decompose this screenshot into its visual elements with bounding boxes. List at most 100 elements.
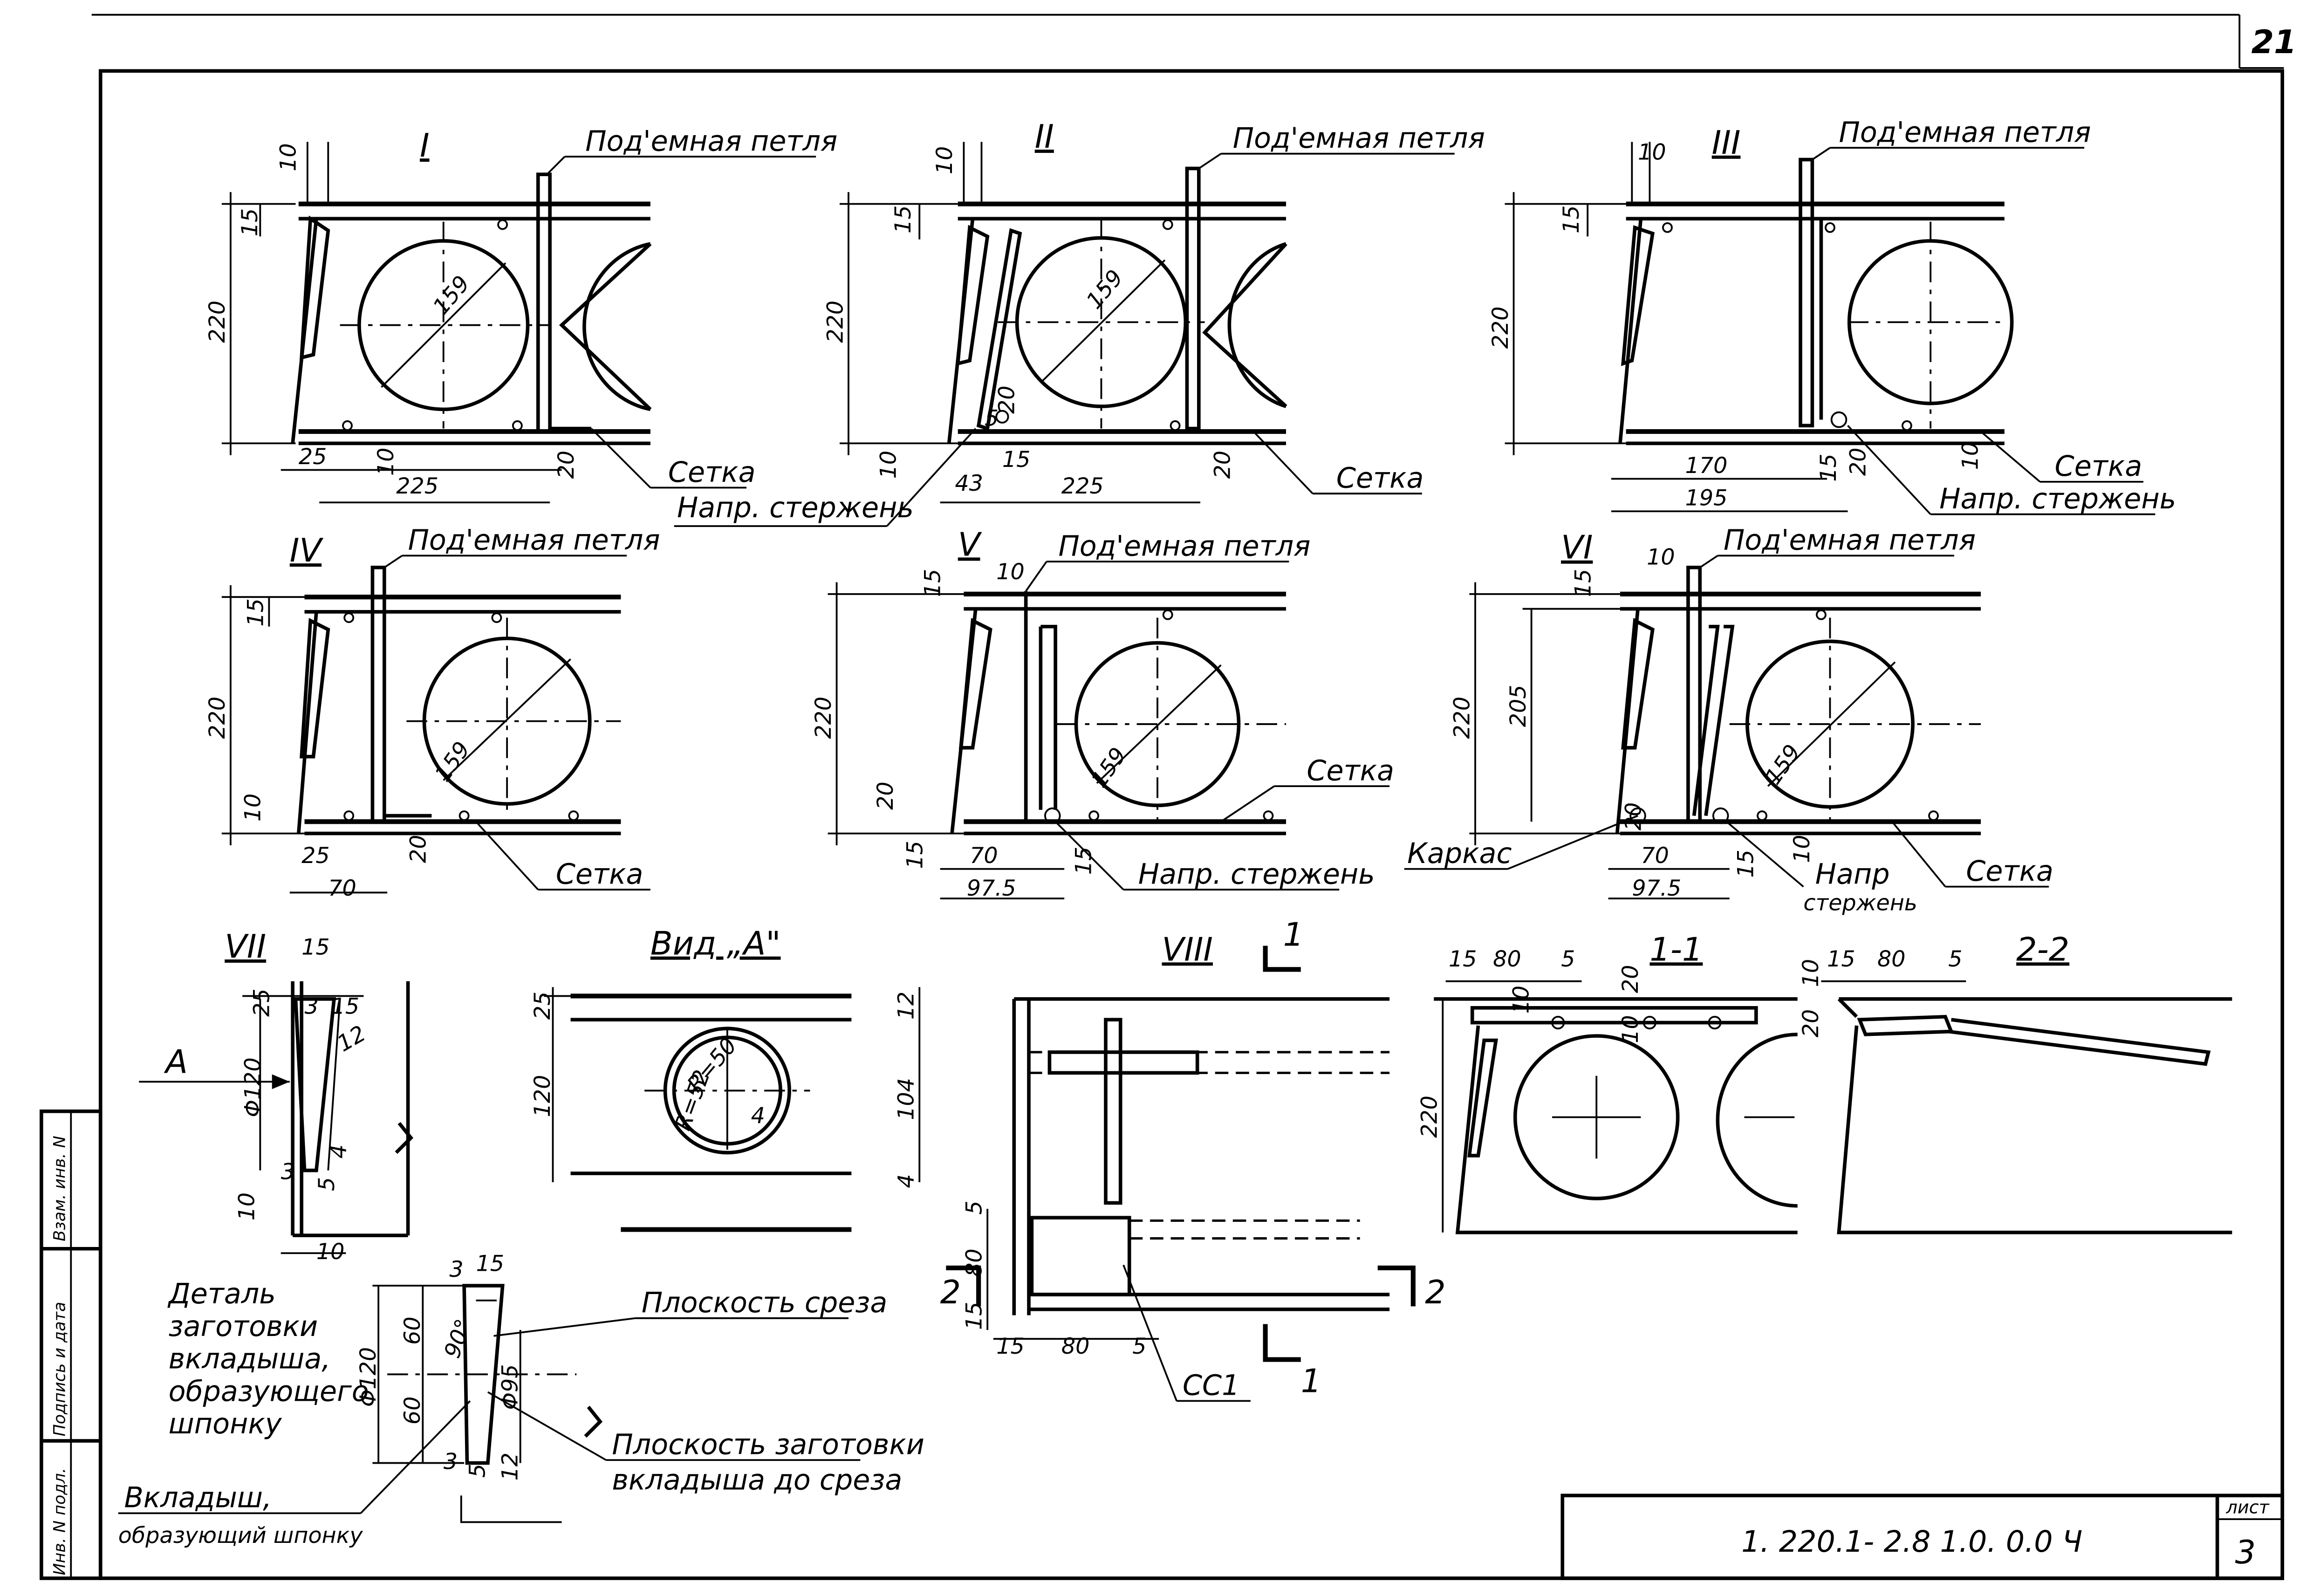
view-I-d220: 220	[205, 301, 230, 343]
detail-blank-plane-2: вкладыша до среза	[612, 1464, 902, 1497]
section-2-2-d5: 5	[1948, 946, 1962, 972]
sheet-label: лист	[2226, 1497, 2270, 1517]
section-2-2-d80: 80	[1877, 946, 1906, 972]
stamp-replace-inv: Взам. инв. N	[51, 1136, 69, 1241]
detail-d60b: 60	[400, 1397, 425, 1425]
view-V-d159: 159	[1086, 743, 1131, 792]
view-VI: VI 220 205 15 10 20 70 97.5 15 10 1	[1404, 524, 2053, 916]
detail-d5: 5	[465, 1464, 491, 1478]
view-I-mesh-label: Сетка	[668, 456, 756, 489]
view-IV-d10: 10	[240, 794, 266, 822]
view-VI-loop-label: Под'емная петля	[1724, 524, 1976, 557]
view-VII-d3: 3	[305, 994, 319, 1020]
section-1-1-d5: 5	[1561, 946, 1575, 972]
section-2-2-d15: 15	[1827, 946, 1855, 972]
sheet-number: 3	[2235, 1534, 2256, 1571]
view-VIII-cc1: СС1	[1183, 1370, 1240, 1402]
view-I-d20: 20	[554, 451, 579, 479]
view-VII-d10b: 10	[316, 1239, 345, 1265]
section-1-1-d220: 220	[1417, 1096, 1443, 1138]
view-V-d15b: 15	[903, 841, 928, 869]
section-1-1-title: 1-1	[1649, 931, 1703, 968]
view-A-d12: 12	[894, 992, 919, 1020]
view-VI-bar-label-1: Напр	[1815, 858, 1890, 890]
view-VI-d159: 159	[1760, 740, 1806, 789]
view-VI-d10: 10	[1647, 544, 1675, 570]
view-VI-mesh-label: Сетка	[1966, 855, 2053, 888]
view-IV-loop-label: Под'емная петля	[408, 524, 660, 557]
detail-d12: 12	[497, 1452, 523, 1481]
title-block: 1. 220.1- 2.8 1.0. 0.0 Ч лист 3	[1560, 1493, 2285, 1580]
view-VIII-d80b: 80	[1061, 1334, 1090, 1359]
view-III-d15b: 15	[1816, 453, 1841, 482]
view-I-loop-label: Под'емная петля	[585, 125, 837, 158]
view-VI-d205: 205	[1505, 685, 1531, 727]
insert-detail: Деталь заготовки вкладыша, образующего ш…	[118, 1251, 924, 1548]
detail-title-2: заготовки	[169, 1310, 318, 1343]
view-IV-d15: 15	[243, 598, 269, 627]
detail-d3b: 3	[444, 1449, 458, 1474]
detail-d15: 15	[476, 1251, 505, 1276]
view-IV-d159: 159	[430, 737, 475, 787]
view-II-title: II	[1035, 118, 1054, 156]
view-VII-arrow-a: A	[164, 1043, 188, 1081]
stamp-signature: Подпись и дата	[51, 1302, 69, 1437]
detail-title-5: шпонку	[169, 1408, 282, 1440]
view-III-d10b: 10	[1958, 442, 1984, 470]
view-I-title: I	[420, 127, 430, 164]
side-stamp: Инв. N подл. Подпись и дата Взам. инв. N	[40, 1110, 103, 1580]
view-IV-d70: 70	[328, 876, 356, 901]
view-V-d70: 70	[970, 843, 998, 869]
view-I-d15: 15	[237, 208, 263, 237]
drawing-code: 1. 220.1- 2.8 1.0. 0.0 Ч	[1741, 1524, 2082, 1559]
view-II-mesh-label: Сетка	[1336, 462, 1424, 495]
detail-d3: 3	[449, 1257, 463, 1282]
view-II-d15b: 15	[1002, 447, 1031, 473]
view-II-loop-label: Под'емная петля	[1233, 122, 1485, 155]
view-III-mesh-label: Сетка	[2055, 450, 2142, 483]
view-VIII-cut-left: 2	[940, 1274, 961, 1311]
view-I: I 220 15 10 25 10 225 20 159	[205, 125, 837, 504]
view-V-loop-label: Под'емная петля	[1058, 530, 1310, 562]
detail-phi95: Φ95	[497, 1364, 523, 1410]
arrow-a-head	[272, 1074, 290, 1089]
section-1-1-d80: 80	[1493, 946, 1521, 972]
view-VI-d15: 15	[1571, 569, 1596, 597]
view-V: V 220 15 10 20 15 70 97.5 15 159 Под'емн	[811, 526, 1394, 901]
view-VI-d20: 20	[1621, 802, 1646, 831]
view-I-d25: 25	[299, 444, 327, 470]
view-VII-d15b: 15	[331, 994, 360, 1020]
tension-bar-label-I-II: Напр. стержень	[677, 492, 914, 524]
view-VIII-d15b: 15	[996, 1334, 1025, 1359]
view-VIII-cut-right: 2	[1425, 1274, 1445, 1311]
view-V-d10: 10	[996, 559, 1025, 585]
view-II-d159: 159	[1081, 265, 1129, 314]
view-VIII-title: VIII	[1162, 931, 1213, 968]
detail-insert-label-1: Вкладыш,	[124, 1482, 272, 1514]
detail-cut-plane-label: Плоскость среза	[642, 1287, 887, 1319]
view-VII-d10: 10	[234, 1192, 260, 1221]
sheet-corner-number: 21	[2251, 23, 2297, 61]
view-I-d159: 159	[428, 271, 475, 320]
sheet-frame	[91, 14, 2285, 1580]
view-A-d4: 4	[894, 1174, 919, 1188]
stamp-inv-no: Инв. N подл.	[51, 1468, 69, 1575]
view-II-d10b: 10	[876, 451, 901, 479]
view-III-title: III	[1712, 124, 1741, 162]
view-IV-mesh-label: Сетка	[556, 858, 643, 890]
section-1-1-d10: 10	[1508, 986, 1534, 1014]
section-2-2: 2-2 10 15 80 5 20	[1798, 931, 2232, 1234]
view-II-d15: 15	[890, 205, 916, 234]
view-A-d104: 104	[894, 1078, 919, 1120]
view-III-loop-label: Под'емная петля	[1839, 116, 2091, 149]
view-VIII-cut-bottom: 1	[1301, 1362, 1321, 1400]
view-IV-d25: 25	[301, 843, 330, 869]
bar-leader-I-II	[886, 428, 977, 527]
view-VIII-d5b: 5	[1132, 1334, 1146, 1359]
detail-title-4: образующего	[169, 1375, 369, 1408]
view-I-d10: 10	[275, 143, 301, 171]
view-II-d5: 5	[985, 405, 999, 431]
view-V-d15: 15	[920, 569, 946, 597]
view-VIII-d15: 15	[961, 1302, 987, 1330]
